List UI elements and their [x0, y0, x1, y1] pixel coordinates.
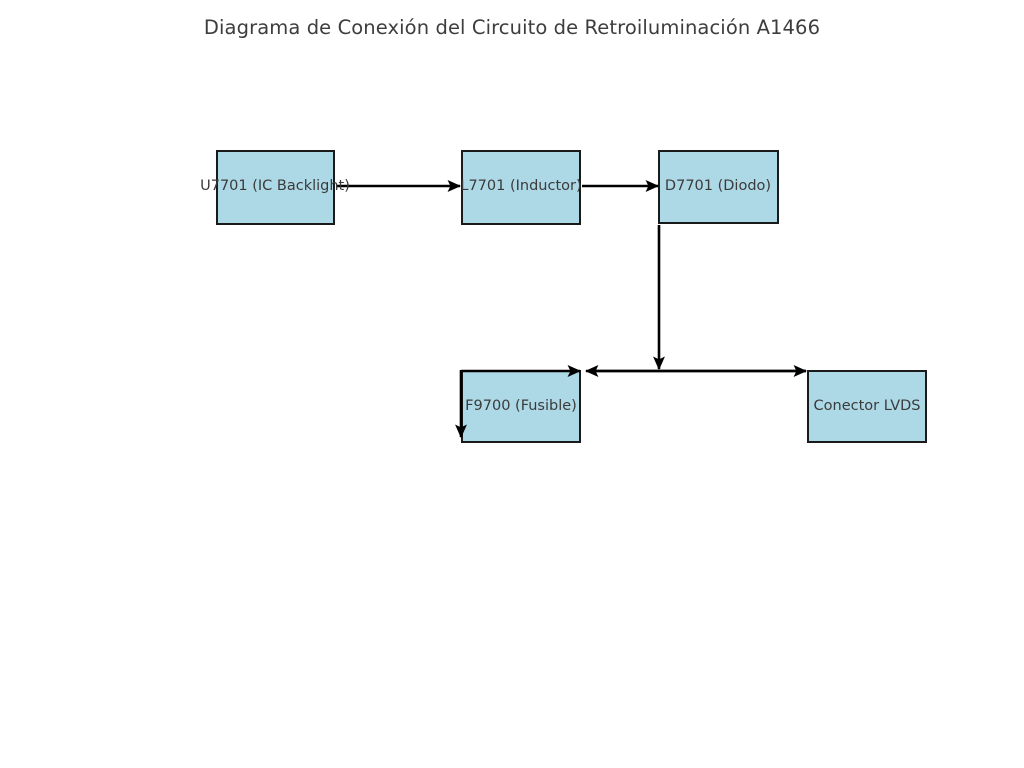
node-lvds[interactable]	[807, 370, 927, 443]
page-title: Diagrama de Conexión del Circuito de Ret…	[203, 16, 821, 39]
node-l7701[interactable]	[461, 150, 581, 225]
node-u7701[interactable]	[216, 150, 335, 225]
node-d7701[interactable]	[658, 150, 779, 224]
node-f9700[interactable]	[461, 370, 581, 443]
